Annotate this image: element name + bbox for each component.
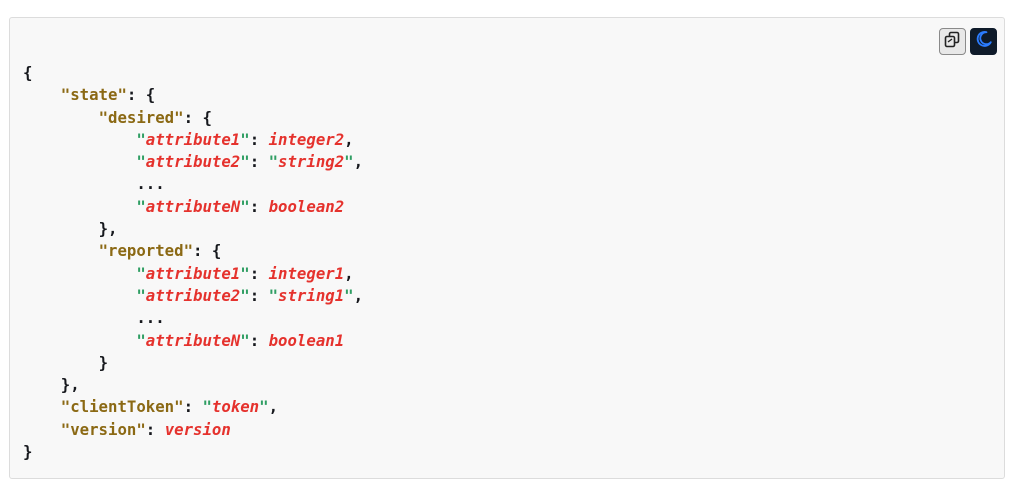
key-reported: "reported" xyxy=(98,241,194,261)
reported-value-2: string1 xyxy=(278,285,345,305)
desired-value-n: boolean2 xyxy=(268,196,345,216)
theme-toggle-button[interactable] xyxy=(970,28,997,55)
reported-value-n: boolean1 xyxy=(268,330,345,350)
key-client-token: "clientToken" xyxy=(60,397,184,417)
version-value: version xyxy=(164,419,231,439)
desired-value-2: string2 xyxy=(278,152,345,172)
reported-value-1: integer1 xyxy=(268,263,345,283)
desired-key-n: attributeN xyxy=(145,196,241,216)
json-code: { "state": { "desired": { "attribute1": … xyxy=(23,63,364,462)
code-toolbar xyxy=(939,28,997,55)
reported-ellipsis: ... xyxy=(136,308,165,328)
desired-ellipsis: ... xyxy=(136,174,165,194)
copy-button[interactable] xyxy=(939,28,966,55)
moon-icon xyxy=(975,30,993,53)
client-token-value: token xyxy=(211,397,260,417)
key-state: "state" xyxy=(60,85,127,105)
desired-key-2: attribute2 xyxy=(145,152,241,172)
key-version: "version" xyxy=(60,419,146,439)
desired-key-1: attribute1 xyxy=(145,129,241,149)
code-block: { "state": { "desired": { "attribute1": … xyxy=(9,17,1005,479)
desired-value-1: integer2 xyxy=(268,129,345,149)
reported-key-2: attribute2 xyxy=(145,285,241,305)
copy-icon xyxy=(944,31,961,53)
reported-key-1: attribute1 xyxy=(145,263,241,283)
key-desired: "desired" xyxy=(98,107,184,127)
reported-key-n: attributeN xyxy=(145,330,241,350)
